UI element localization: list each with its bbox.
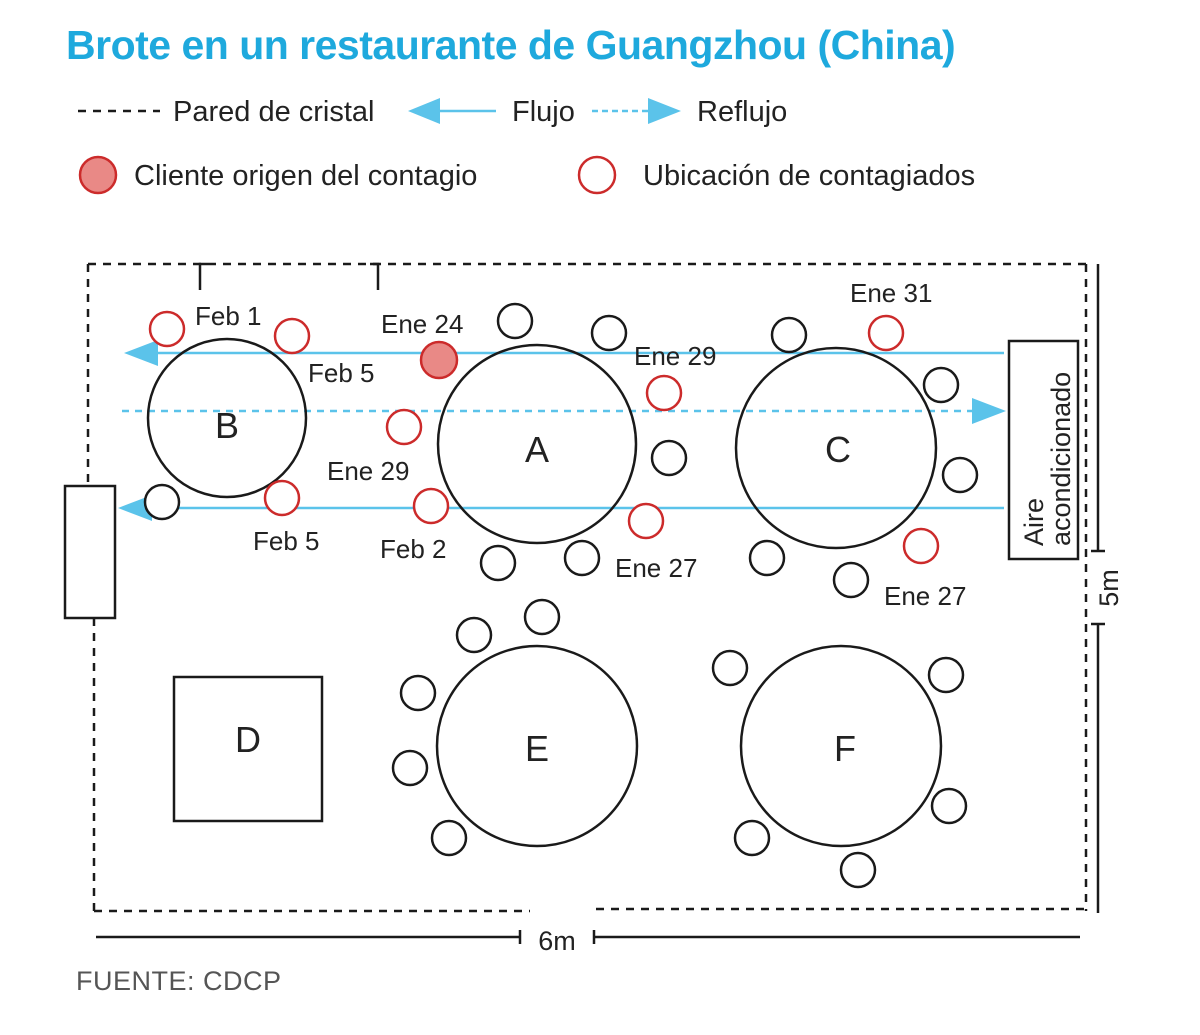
table-d-label: D (235, 719, 261, 760)
date-label: Feb 2 (380, 534, 447, 564)
date-label: Ene 27 (884, 581, 966, 611)
legend-source-label: Cliente origen del contagio (134, 160, 477, 192)
seat (391, 749, 429, 787)
seat (770, 316, 808, 354)
date-label: Feb 5 (253, 526, 320, 556)
table-labels: A B C D E F (215, 405, 856, 769)
legend-backflow-label: Reflujo (697, 96, 787, 128)
seat (523, 598, 561, 636)
table-a (436, 343, 638, 545)
date-label: Ene 31 (850, 278, 932, 308)
date-label: Ene 24 (381, 309, 463, 339)
flow-arrowhead-top (124, 340, 158, 366)
seat (839, 851, 877, 889)
infected-seat-ene27-c (902, 527, 940, 565)
legend-source-marker (78, 155, 118, 195)
air-conditioner-label-line1: Aire (1019, 498, 1049, 546)
width-label: 6m (538, 926, 576, 956)
seat (399, 674, 437, 712)
seat (941, 456, 979, 494)
seat (733, 819, 771, 857)
date-label: Feb 1 (195, 301, 262, 331)
table-b (146, 337, 308, 499)
table-c-label: C (825, 429, 851, 470)
window-bracket (198, 262, 380, 290)
height-dimension (1091, 264, 1105, 913)
infected-seat-feb2 (412, 487, 450, 525)
flow-arrowhead-bottom (118, 495, 152, 521)
source-customer-seat (419, 340, 459, 380)
height-label: 5m (1094, 569, 1124, 607)
seat (479, 544, 517, 582)
date-label: Ene 27 (615, 553, 697, 583)
infected-seat-feb5-bottom (263, 479, 301, 517)
infected-seat-ene31 (867, 314, 905, 352)
legend-backflow-arrow (592, 98, 681, 124)
table-b-label: B (215, 405, 239, 446)
table-d (172, 675, 324, 823)
date-label: Feb 5 (308, 358, 375, 388)
infected-seat-ene27-a (627, 502, 665, 540)
seat (455, 616, 493, 654)
infected-seat-ene29-left (385, 408, 423, 446)
date-label: Ene 29 (634, 341, 716, 371)
seat (711, 649, 749, 687)
seat (496, 302, 534, 340)
legend-glass-wall-label: Pared de cristal (173, 96, 375, 128)
table-e (435, 644, 639, 848)
seat (922, 366, 960, 404)
legend-flow-arrow (408, 98, 496, 124)
table-f-label: F (834, 728, 856, 769)
legend-infected-marker (577, 155, 617, 195)
backflow-arrowhead (972, 398, 1006, 424)
diagram-title: Brote en un restaurante de Guangzhou (Ch… (66, 22, 956, 68)
table-a-label: A (525, 429, 549, 470)
seat (650, 439, 688, 477)
seat (748, 539, 786, 577)
date-label: Ene 29 (327, 456, 409, 486)
seat (430, 819, 468, 857)
seats (143, 302, 979, 889)
infected-seats (148, 310, 940, 565)
air-conditioner-label-line2: acondicionado (1046, 372, 1076, 546)
infected-seat-feb1 (148, 310, 186, 348)
air-conditioner (1007, 339, 1080, 561)
date-labels: Feb 1 Feb 5 Feb 5 Ene 24 Ene 29 Feb 2 En… (195, 278, 966, 611)
table-e-label: E (525, 728, 549, 769)
tables (146, 337, 943, 848)
infected-seat-feb5-top (273, 317, 311, 355)
glass-wall (86, 262, 1088, 913)
seat (563, 539, 601, 577)
seat (927, 656, 965, 694)
seat (930, 787, 968, 825)
legend: Pared de cristal Flujo Reflujo Cliente o… (78, 96, 975, 195)
legend-infected-label: Ubicación de contagiados (643, 160, 975, 192)
table-c (734, 346, 938, 550)
infected-seat-ene29-right (645, 374, 683, 412)
legend-flow-label: Flujo (512, 96, 575, 128)
seat (590, 314, 628, 352)
seat (143, 483, 181, 521)
entrance-door (63, 484, 117, 620)
source-credit: FUENTE: CDCP (76, 966, 282, 996)
seat (832, 561, 870, 599)
width-dimension (96, 930, 1080, 944)
table-f (739, 644, 943, 848)
